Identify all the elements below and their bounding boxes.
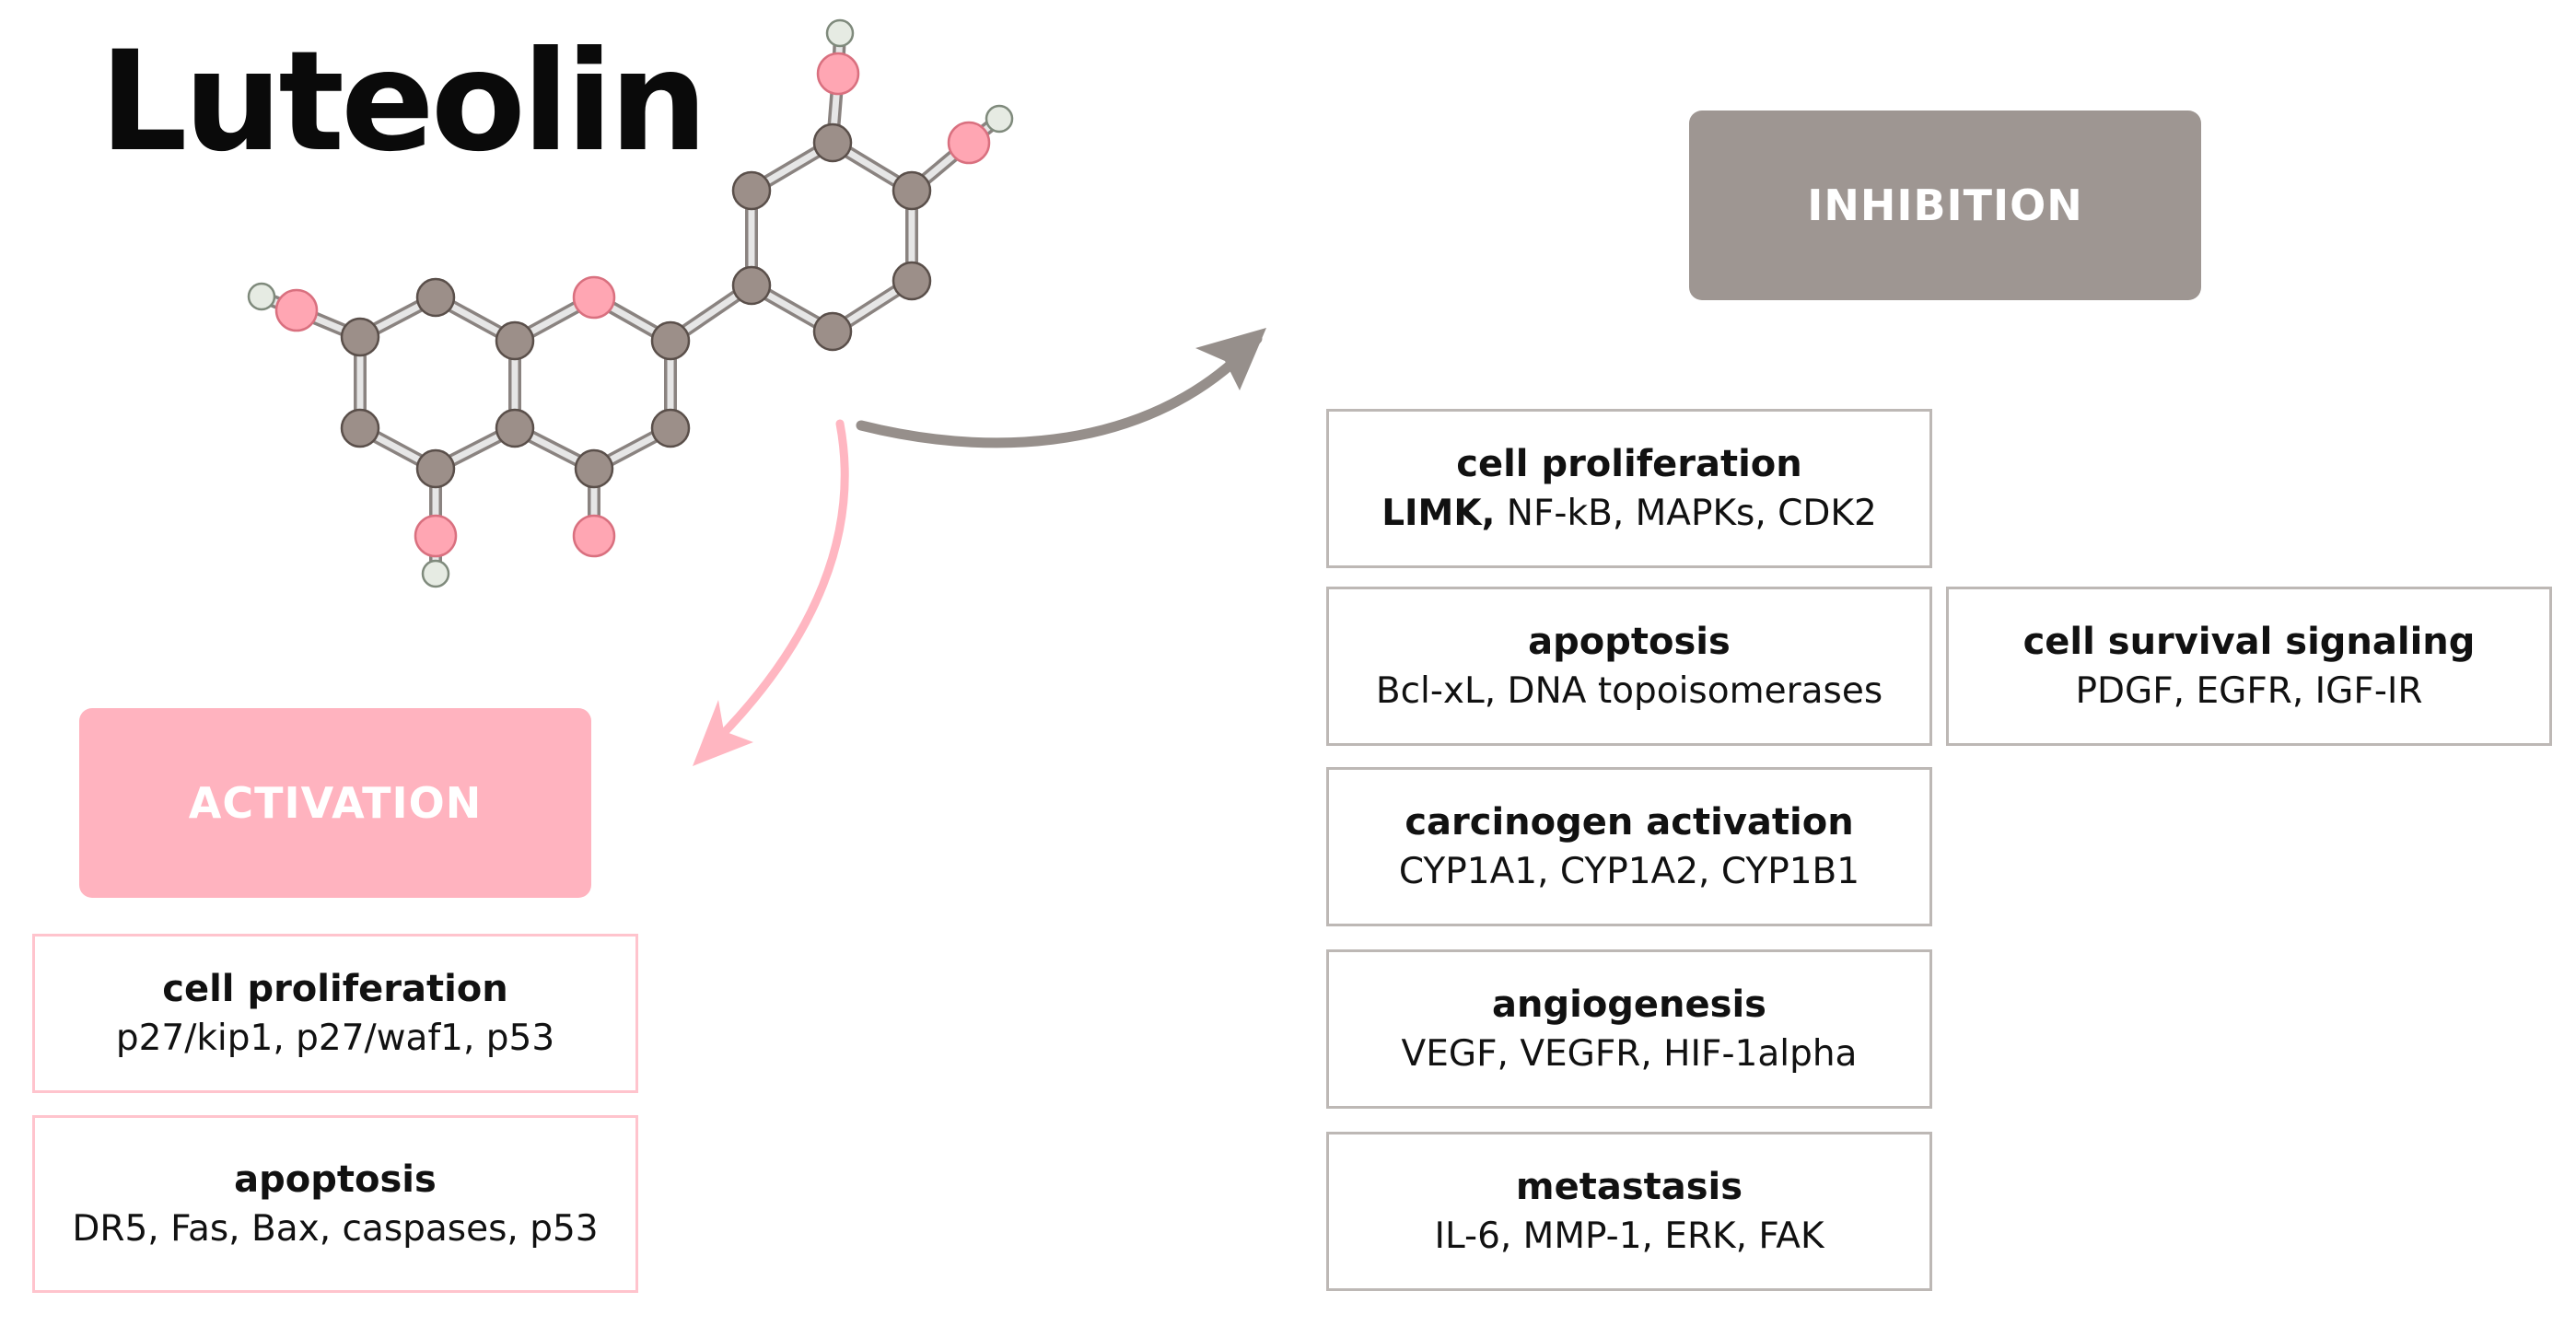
box-items: Bcl-xL, DNA topoisomerases [1375, 669, 1883, 712]
activation-box-cell-proliferation: cell proliferation p27/kip1, p27/waf1, p… [32, 934, 638, 1093]
oxygen-atom [947, 121, 991, 165]
box-items: PDGF, EGFR, IGF-IR [2075, 669, 2423, 712]
oxygen-atom [572, 275, 616, 320]
carbon-atom [650, 408, 691, 448]
box-title: apoptosis [234, 1158, 437, 1201]
carbon-atom [415, 448, 456, 489]
activation-arrow [699, 419, 849, 758]
box-items-rest: NF-kB, MAPKs, CDK2 [1495, 492, 1877, 534]
box-title: angiogenesis [1492, 983, 1766, 1026]
inhibition-box-apoptosis: apoptosis Bcl-xL, DNA topoisomerases [1326, 587, 1932, 746]
box-items: VEGF, VEGFR, HIF-1alpha [1401, 1032, 1858, 1075]
hydrogen-atom [421, 559, 450, 588]
page-title: Luteolin [99, 22, 707, 182]
carbon-atom [574, 448, 614, 489]
oxygen-atom [816, 52, 860, 96]
box-items-bold-lead: LIMK, [1381, 492, 1496, 534]
carbon-atom [340, 317, 380, 357]
box-items: CYP1A1, CYP1A2, CYP1B1 [1398, 850, 1860, 892]
carbon-atom [892, 261, 932, 301]
box-title: cell survival signaling [2022, 620, 2476, 663]
inhibition-box-cell-proliferation: cell proliferation LIMK, NF-kB, MAPKs, C… [1326, 409, 1932, 568]
oxygen-atom [274, 288, 319, 332]
carbon-atom [812, 311, 853, 352]
carbon-atom [812, 122, 853, 163]
box-title: metastasis [1515, 1165, 1743, 1208]
box-items: DR5, Fas, Bax, caspases, p53 [72, 1207, 599, 1250]
luteolin-molecule [247, 18, 1014, 588]
carbon-atom [731, 265, 772, 306]
inhibition-box-metastasis: metastasis IL-6, MMP-1, ERK, FAK [1326, 1132, 1932, 1291]
inhibition-arrow [856, 333, 1263, 448]
hydrogen-atom [985, 104, 1014, 134]
box-items: p27/kip1, p27/waf1, p53 [115, 1017, 555, 1059]
carbon-atom [650, 320, 691, 361]
box-title: cell proliferation [1456, 442, 1802, 485]
inhibition-box-cell-survival-signaling: cell survival signaling PDGF, EGFR, IGF-… [1946, 587, 2552, 746]
activation-arrowhead [693, 700, 753, 766]
hydrogen-atom [825, 18, 855, 48]
activation-header: ACTIVATION [79, 708, 591, 898]
carbon-atom [495, 320, 535, 361]
carbon-atom [415, 277, 456, 318]
inhibition-header: INHIBITION [1689, 111, 2201, 300]
box-title: carcinogen activation [1405, 800, 1854, 844]
oxygen-atom [572, 514, 616, 558]
carbon-atom [731, 170, 772, 211]
activation-box-apoptosis: apoptosis DR5, Fas, Bax, caspases, p53 [32, 1115, 638, 1293]
box-items: IL-6, MMP-1, ERK, FAK [1434, 1215, 1824, 1257]
carbon-atom [495, 408, 535, 448]
carbon-atom [892, 170, 932, 211]
inhibition-arrowhead [1195, 328, 1266, 390]
inhibition-box-carcinogen-activation: carcinogen activation CYP1A1, CYP1A2, CY… [1326, 767, 1932, 926]
inhibition-box-angiogenesis: angiogenesis VEGF, VEGFR, HIF-1alpha [1326, 949, 1932, 1109]
oxygen-atom [414, 514, 458, 558]
box-title: apoptosis [1528, 620, 1731, 663]
hydrogen-atom [247, 282, 276, 311]
carbon-atom [340, 408, 380, 448]
box-title: cell proliferation [162, 967, 508, 1010]
box-items: LIMK, NF-kB, MAPKs, CDK2 [1381, 489, 1877, 539]
